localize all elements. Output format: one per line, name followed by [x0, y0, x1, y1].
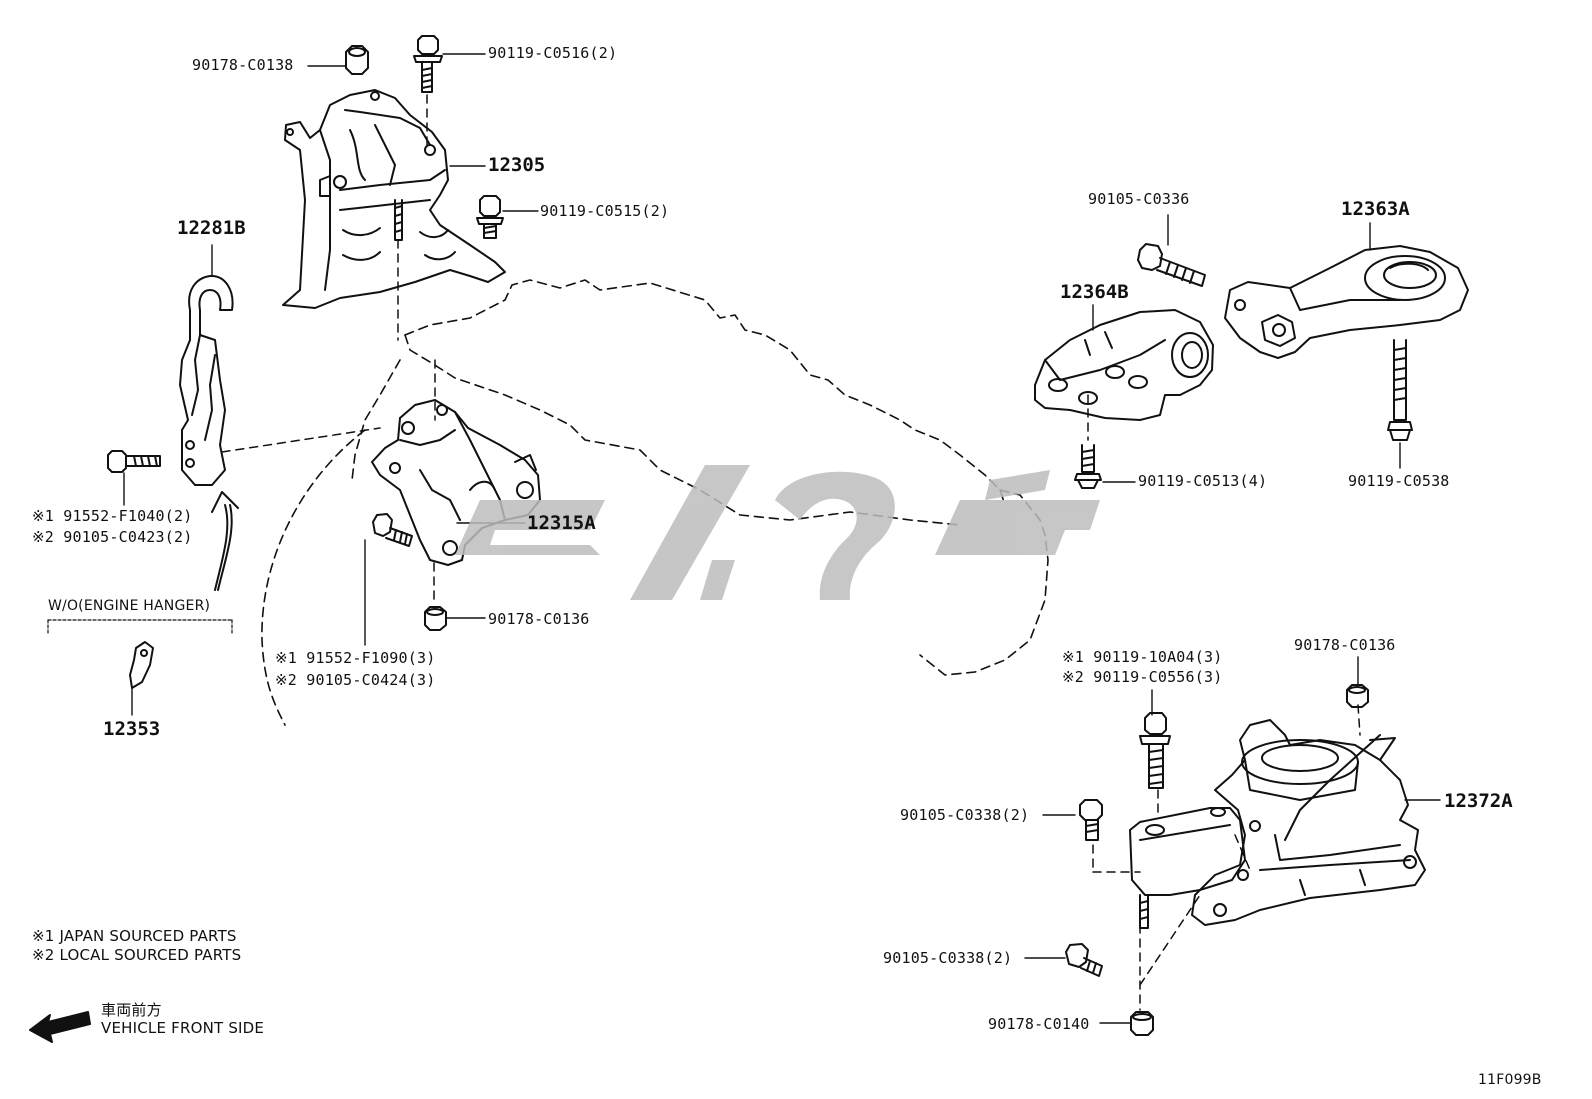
label-90105-c0423: ※2 90105-C0423(2) [32, 528, 193, 546]
bolt-90119-c0538 [1387, 339, 1413, 441]
nut-90178-c0138 [345, 45, 369, 75]
bolt-90105-c0338-upper [1079, 799, 1103, 841]
label-12364b: 12364B [1060, 281, 1129, 303]
label-90178-c0138: 90178-C0138 [192, 56, 294, 74]
diagram-code: 11F099B [1478, 1072, 1542, 1088]
nut-90178-c0136-left [424, 606, 447, 631]
bolt-90119-c0516 [413, 35, 443, 93]
bolt-90119-10a04 [1139, 712, 1171, 789]
nut-90178-c0140 [1130, 1011, 1154, 1036]
legend-note-japan: ※1 JAPAN SOURCED PARTS [32, 927, 237, 945]
label-91552-f1090: ※1 91552-F1090(3) [275, 649, 436, 667]
torque-rod-12363a [1224, 245, 1469, 359]
mount-12372a [1129, 719, 1426, 929]
legend-front-jp: 車両前方 [101, 1001, 162, 1019]
bracket-12305 [282, 89, 506, 309]
label-12315a: 12315A [527, 512, 596, 534]
legend-front-en: VEHICLE FRONT SIDE [101, 1019, 265, 1037]
bolt-91552-f1090 [372, 513, 413, 547]
label-90178-c0140: 90178-C0140 [988, 1015, 1090, 1033]
bolt-90105-c0336 [1137, 243, 1206, 287]
watermark-logo [455, 465, 1100, 600]
vehicle-front-arrow-icon [29, 1011, 91, 1043]
nut-90178-c0136-right [1346, 684, 1369, 708]
label-12281b: 12281B [177, 217, 246, 239]
bolt-91552-f1040 [107, 450, 161, 473]
bolt-90105-c0338-lower [1065, 943, 1103, 977]
bolt-90119-c0513 [1074, 444, 1102, 489]
label-90105-c0338-lower: 90105-C0338(2) [883, 949, 1013, 967]
label-12305: 12305 [488, 154, 546, 176]
wo-hanger-bracket [47, 619, 233, 636]
bolt-90119-c0515 [476, 195, 504, 239]
label-90119-10a04: ※1 90119-10A04(3) [1062, 648, 1223, 666]
label-wo-engine-hanger: W/O(ENGINE HANGER) [48, 598, 211, 614]
label-90105-c0338-upper: 90105-C0338(2) [900, 806, 1030, 824]
hanger-arrow [211, 491, 239, 591]
label-90178-c0136-right: 90178-C0136 [1294, 636, 1396, 654]
bracket-12353 [129, 641, 154, 689]
hanger-12281b [179, 274, 234, 486]
label-90178-c0136-left: 90178-C0136 [488, 610, 590, 628]
label-90105-c0424: ※2 90105-C0424(3) [275, 671, 436, 689]
label-90119-c0513: 90119-C0513(4) [1138, 472, 1268, 490]
label-90119-c0556: ※2 90119-C0556(3) [1062, 668, 1223, 686]
label-90119-c0515: 90119-C0515(2) [540, 202, 670, 220]
label-90119-c0516: 90119-C0516(2) [488, 44, 618, 62]
assembly-lines [221, 94, 1361, 1011]
bracket-12315a [371, 399, 541, 566]
label-12372a: 12372A [1444, 790, 1513, 812]
legend-note-local: ※2 LOCAL SOURCED PARTS [32, 946, 242, 964]
label-91552-f1040: ※1 91552-F1040(2) [32, 507, 193, 525]
engine-outline [261, 279, 1049, 726]
label-12363a: 12363A [1341, 198, 1410, 220]
label-12353: 12353 [103, 718, 161, 740]
label-90105-c0336: 90105-C0336 [1088, 190, 1190, 208]
mount-12364b [1034, 309, 1214, 421]
label-90119-c0538: 90119-C0538 [1348, 472, 1450, 490]
leader-lines [123, 53, 1441, 1024]
